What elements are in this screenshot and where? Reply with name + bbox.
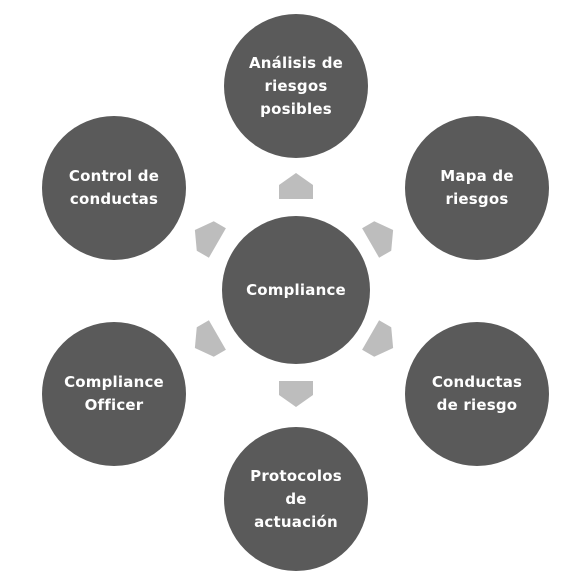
- circle-protocolos: [224, 427, 368, 571]
- officer-label: Compliance Officer: [64, 373, 164, 414]
- node-analisis-label: Análisis de riesgos posibles: [224, 14, 368, 158]
- conductas-label: Conductas de riesgo: [431, 373, 523, 414]
- arrow-to-analisis: [279, 173, 313, 199]
- circle-analisis: [224, 14, 368, 158]
- circle-conductas: [405, 322, 549, 466]
- arrow-to-officer: [194, 320, 226, 357]
- arrow-to-protocolos: [279, 381, 313, 407]
- protocolos-label: Protocolos de actuación: [250, 466, 342, 531]
- arrow-to-mapa: [362, 221, 394, 258]
- arrow-to-conductas: [362, 320, 394, 357]
- control-label: Control de conductas: [68, 167, 160, 208]
- circle-officer: [42, 322, 186, 466]
- analisis-label: Análisis de riesgos posibles: [248, 53, 344, 118]
- circle-control: [42, 116, 186, 260]
- circle-mapa: [405, 116, 549, 260]
- center-label: Compliance: [246, 280, 346, 299]
- node-mapa-label: Mapa de riesgos: [405, 116, 549, 260]
- node-officer-label: Compliance Officer: [42, 322, 186, 466]
- node-center-label: Compliance: [222, 216, 370, 364]
- arrow-to-control: [194, 221, 226, 258]
- mapa-label: Mapa de riesgos: [440, 167, 514, 208]
- node-protocolos-label: Protocolos de actuación: [224, 427, 368, 571]
- circle-center: [222, 216, 370, 364]
- node-control-label: Control de conductas: [42, 116, 186, 260]
- node-conductas-label: Conductas de riesgo: [405, 322, 549, 466]
